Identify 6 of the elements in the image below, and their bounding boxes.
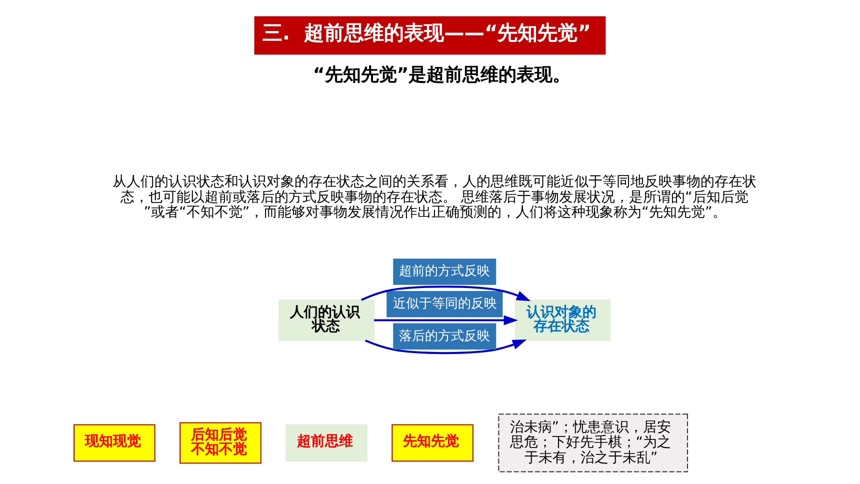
diagram-title: 三. 超前思维的表现——“先知先觉”	[262, 20, 592, 45]
label: 从人们的认识状态和认识对象的存在状态之间的关系看，人的思维既可能近似于等同地反映事物的存在状态，也可能以超前或落后的方式反映事物的存在状态。 思维落后于事物发展状况，是所谓的“后知后觉”或者“不知不觉”，而能够对事物发展情况作出正确预测的，人们将这种现象称为“先知先觉”。	[112, 174, 756, 220]
edge-label: 超前的方式反映	[399, 264, 490, 280]
label: “先知先觉”是超前思维的表现。	[312, 64, 571, 86]
edge-label: 落后的方式反映	[399, 328, 490, 344]
edge-label: 近似于等同的反映	[393, 296, 498, 312]
